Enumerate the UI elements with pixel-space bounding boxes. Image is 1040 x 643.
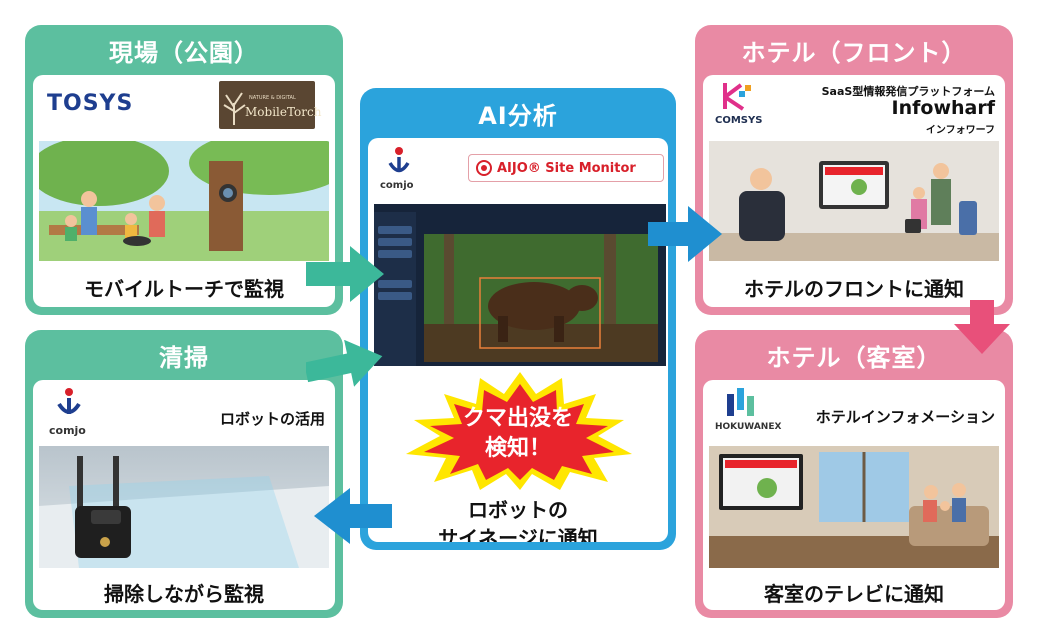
robot-illustration: [39, 456, 329, 568]
hotel-room-illustration: [709, 452, 999, 568]
room-body: HOKUWANEX ホテルインフォメーション 客室のテレビに通知: [703, 380, 1005, 610]
arrow-park-to-ai: [306, 246, 384, 302]
cleaning-body: comjo ロボットの活用 掃除しながら監視: [33, 380, 335, 610]
site-monitor-text: AIJO® Site Monitor: [497, 160, 636, 176]
hokuwanex-text: HOKUWANEX: [715, 422, 782, 432]
dashboard-screenshot: [374, 204, 666, 366]
ai-comjo-text: comjo: [380, 180, 414, 191]
park-illustration: [39, 141, 329, 261]
front-panel: ホテル（フロント） COMSYS SaaS型情報発信プラットフォーム Infow…: [695, 25, 1013, 315]
tree-logo-icon: [223, 92, 246, 125]
front-scene: [709, 141, 999, 261]
arrow-cleaning-to-ai: [306, 340, 383, 387]
cleaning-comjo-text: comjo: [49, 424, 86, 437]
front-caption: ホテルのフロントに通知: [744, 277, 964, 301]
notify-line1: ロボットの: [468, 498, 568, 522]
notify-line2: サイネージに通知: [438, 526, 598, 542]
arrow-ai-to-front: [648, 206, 722, 262]
dashboard-sidebar: [374, 212, 416, 366]
ai-body: comjo AIJO® Site Monitor: [368, 138, 668, 542]
saas-label: SaaS型情報発信プラットフォーム: [821, 85, 995, 98]
site-monitor-logo: AIJO® Site Monitor: [468, 154, 664, 182]
park-scene: [39, 141, 329, 261]
mobiletorch-name: MobileTorch: [245, 105, 322, 119]
cleaning-subtitle: ロボットの活用: [219, 410, 325, 428]
ai-title: AI分析: [478, 101, 558, 130]
park-title: 現場（公園）: [109, 38, 259, 67]
cleaning-title: 清掃: [159, 343, 209, 372]
front-body: COMSYS SaaS型情報発信プラットフォーム Infowharf インフォワ…: [703, 75, 1005, 307]
arrow-ai-to-cleaning: [314, 488, 392, 544]
room-panel: ホテル（客室） HOKUWANEX ホテルインフォメーション: [695, 330, 1013, 618]
comsys-logo-icon: [723, 83, 751, 111]
ai-panel: AI分析 comjo AIJO® Site Monitor: [360, 88, 676, 550]
room-title: ホテル（客室）: [766, 343, 942, 372]
front-desk-illustration: [709, 161, 999, 261]
cleaning-panel: 清掃 comjo ロボットの活用 掃除しながら監視: [25, 330, 343, 618]
mobiletorch-small-text: NATURE & DIGITAL: [249, 95, 296, 101]
mobiletorch-logo: NATURE & DIGITAL MobileTorch: [219, 81, 321, 129]
hokuwanex-logo-icon: [727, 388, 754, 416]
bear-feed-illustration: [424, 234, 658, 362]
comjo-logo-icon: [57, 388, 81, 414]
alert-line2: 検知！: [484, 436, 551, 461]
room-subtitle: ホテルインフォメーション: [815, 408, 995, 426]
room-caption: 客室のテレビに通知: [764, 582, 944, 606]
arrow-front-to-room: [954, 300, 1010, 354]
tosys-logo: TOSYS: [47, 91, 134, 116]
park-body: TOSYS NATURE & DIGITAL MobileTorch: [33, 75, 335, 307]
alert-line1: クマ出没を: [462, 406, 573, 431]
cleaning-caption: 掃除しながら監視: [104, 582, 264, 606]
infowharf-name: Infowharf: [891, 97, 995, 119]
infowharf-kana: インフォワーフ: [925, 125, 995, 136]
park-panel: 現場（公園） TOSYS NATURE & DIGITAL MobileTorc…: [25, 25, 343, 315]
ai-comjo-logo-icon: [388, 147, 410, 173]
monitor-camera-icon: [476, 160, 492, 176]
room-scene: [709, 446, 999, 568]
cleaning-scene: [39, 446, 329, 568]
comsys-logo-text: COMSYS: [715, 115, 763, 126]
alert-starburst: [406, 372, 632, 490]
front-title: ホテル（フロント）: [741, 38, 967, 67]
camera-feed: [424, 234, 658, 362]
park-caption: モバイルトーチで監視: [84, 277, 284, 301]
